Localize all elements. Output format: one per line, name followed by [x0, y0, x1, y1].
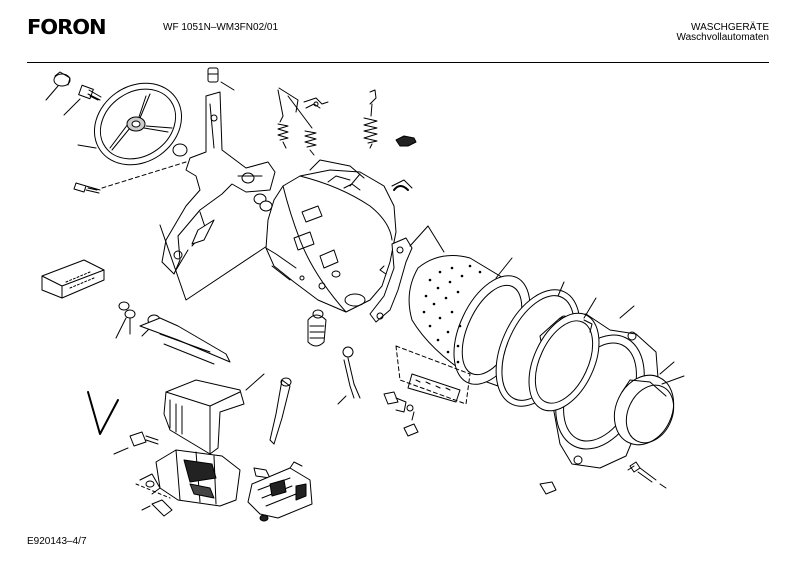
model-number: WF 1051N–WM3FN02/01 — [163, 22, 279, 33]
motor-screw[interactable] — [254, 468, 270, 478]
spring-clip[interactable] — [254, 194, 272, 211]
spring-mount[interactable] — [308, 310, 326, 346]
top-spring[interactable] — [364, 90, 377, 148]
tub-rear[interactable] — [266, 160, 396, 312]
top-weight[interactable] — [208, 68, 234, 90]
category-title: WASCHGERÄTE — [691, 22, 769, 33]
door-screw[interactable] — [628, 466, 634, 470]
motor-connector[interactable] — [248, 462, 312, 521]
boot-ring[interactable] — [603, 362, 684, 454]
tub-front-ring[interactable] — [515, 298, 613, 422]
control-plate[interactable] — [396, 346, 470, 404]
air-chamber-bolt[interactable] — [404, 412, 418, 436]
thermostat[interactable] — [384, 392, 413, 412]
cable-clip[interactable] — [88, 392, 118, 434]
shock-bracket[interactable] — [370, 226, 444, 322]
hose-clamp[interactable] — [392, 136, 416, 190]
tub-screw[interactable] — [630, 462, 666, 488]
heater-bracket[interactable] — [140, 318, 230, 364]
motor-cover[interactable] — [164, 374, 264, 454]
pulley-screw[interactable] — [74, 162, 186, 193]
suspension-spring-right[interactable] — [288, 96, 316, 155]
pulley-cap[interactable] — [46, 72, 70, 100]
drum-spider[interactable] — [160, 92, 275, 300]
front-clip[interactable] — [540, 482, 556, 494]
category-subtitle: Waschvollautomaten — [676, 32, 769, 43]
suspension-spring-left[interactable] — [278, 90, 288, 148]
drawing-number: E920143–4/7 — [27, 536, 87, 547]
motor[interactable] — [140, 450, 240, 506]
drive-pulley[interactable] — [78, 66, 197, 181]
pulley-bolt[interactable] — [64, 85, 101, 115]
shock-absorber[interactable] — [270, 347, 360, 444]
motor-mount-bolt[interactable] — [114, 432, 158, 454]
clip-part[interactable] — [279, 88, 328, 112]
carbon-brush[interactable] — [136, 484, 172, 516]
brand-logo: FORON — [27, 15, 107, 39]
heater-element[interactable] — [42, 260, 104, 298]
header-rule — [27, 62, 769, 63]
